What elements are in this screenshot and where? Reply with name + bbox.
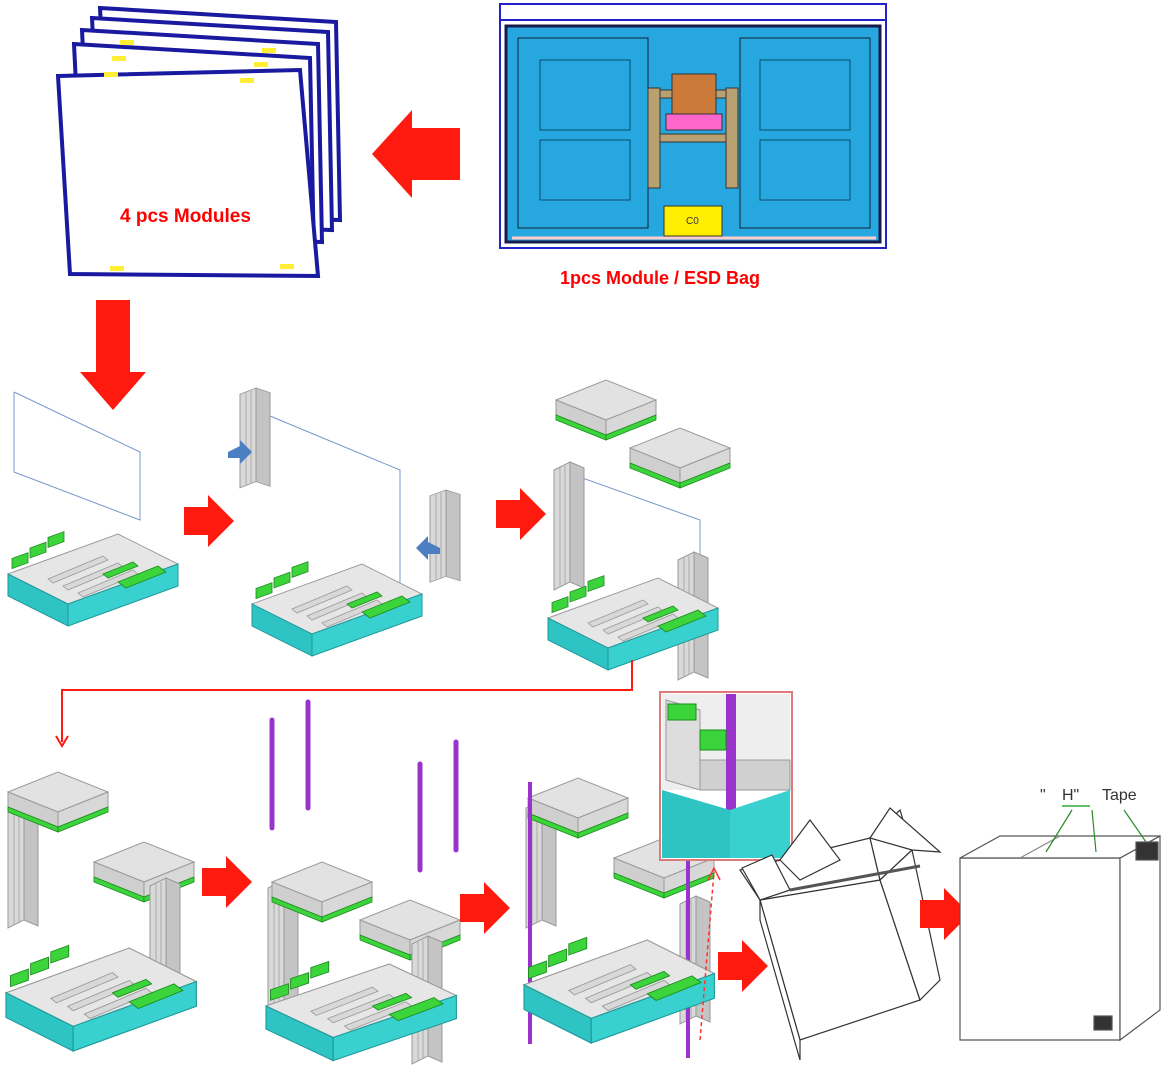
detail-zoom [659, 691, 793, 861]
esd-bag-module: C0 [499, 3, 887, 249]
arrow-icon [460, 882, 510, 934]
step-assembled [5, 771, 197, 1052]
svg-text:C0: C0 [686, 216, 699, 227]
tape-word: Tape [1102, 787, 1137, 804]
arrow-icon [80, 300, 146, 410]
arrow-icon [372, 110, 460, 198]
step-tray-one [7, 391, 179, 627]
stack-label: 4 pcs Modules [120, 206, 251, 227]
tape-h: H" [1062, 787, 1079, 804]
arrow-icon [496, 488, 546, 540]
stacked-modules: 4 pcs Modules [55, 5, 343, 279]
bag-label: 1pcs Module / ESD Bag [560, 268, 760, 288]
tape-label: " H" Tape [1040, 787, 1147, 853]
step-insert-posts [228, 387, 461, 657]
step-insert-rods [265, 699, 461, 1065]
arrow-icon [202, 856, 252, 908]
arrow-icon [184, 495, 234, 547]
arrow-icon [718, 940, 768, 992]
step-rods-inserted [523, 777, 721, 1058]
tape-quote: " [1040, 787, 1046, 804]
step-add-caps [547, 379, 731, 681]
flow-connector [55, 660, 633, 748]
closed-carton [959, 834, 1161, 1042]
carton-icon [739, 807, 942, 1061]
esd-warning-icon [1135, 841, 1159, 861]
